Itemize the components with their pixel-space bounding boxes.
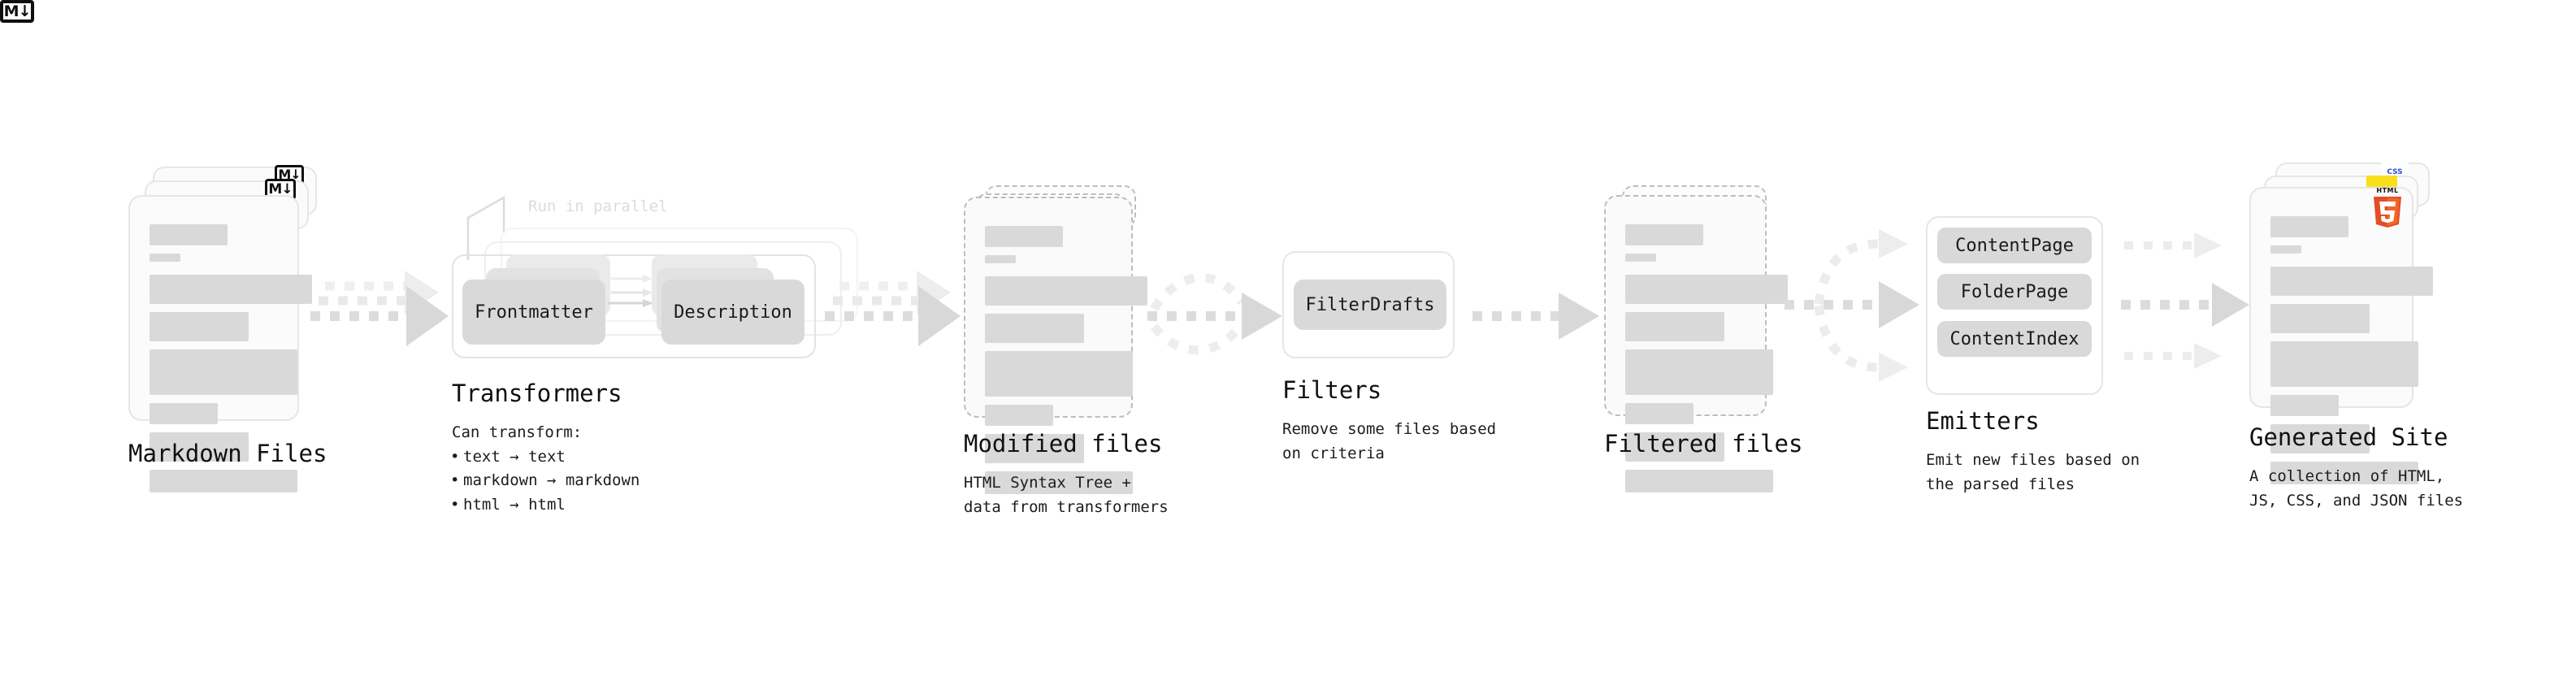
stage-subtitle: A collection of HTML, JS, CSS, and JSON … bbox=[2249, 465, 2463, 513]
skeleton-bar bbox=[1625, 403, 1693, 424]
skeleton-bar bbox=[1625, 312, 1724, 341]
css-badge-label: CSS bbox=[2387, 168, 2403, 176]
subtitle-line: Remove some files based bbox=[1282, 420, 1497, 439]
transformer-chip-frontmatter[interactable]: Frontmatter bbox=[462, 280, 605, 345]
skeleton-bar bbox=[985, 226, 1063, 247]
markdown-badge-letter: M bbox=[3, 2, 20, 20]
skeleton-bar bbox=[2270, 424, 2370, 453]
subtitle-line: HTML Syntax Tree + bbox=[964, 474, 1131, 492]
arrowhead-faint bbox=[405, 271, 439, 314]
subtitle-line: JS, CSS, and JSON files bbox=[2249, 491, 2464, 510]
subtitle-line: data from transformers bbox=[964, 497, 1169, 516]
stage-title: Emitters bbox=[1926, 407, 2040, 435]
subtitle-line: on criteria bbox=[1282, 444, 1385, 462]
skeleton-bar bbox=[150, 432, 249, 462]
skeleton-bar bbox=[2270, 216, 2348, 237]
emitters-chip-folderpage[interactable]: FolderPage bbox=[1937, 274, 2092, 310]
caption-filters: Filters Remove some files based on crite… bbox=[1282, 375, 1496, 466]
markdown-badge-icon: M↓ bbox=[0, 0, 34, 23]
caption-generated-site: Generated Site A collection of HTML, JS,… bbox=[2249, 423, 2463, 513]
generated-card-skeleton bbox=[2251, 189, 2433, 484]
stage-subtitle: HTML Syntax Tree + data from transformer… bbox=[964, 471, 1169, 519]
skeleton-bar bbox=[2270, 395, 2339, 416]
markdown-card-skeleton bbox=[130, 197, 312, 492]
filters-chip-filterdrafts[interactable]: FilterDrafts bbox=[1294, 280, 1446, 330]
html5-shield-svg: HTML bbox=[2374, 187, 2401, 228]
filtered-card-front bbox=[1604, 195, 1788, 492]
stage-title: Generated Site bbox=[2249, 423, 2448, 451]
skeleton-bar bbox=[150, 403, 218, 424]
subtitle-line: Can transform: bbox=[452, 423, 583, 442]
skeleton-bar bbox=[985, 276, 1147, 306]
caption-markdown-files: Markdown Files bbox=[128, 439, 327, 468]
emitters-group bbox=[1926, 216, 2103, 395]
skeleton-bar bbox=[985, 351, 1133, 397]
stage-markdown-files: M↓ M↓ M↓ Markdown Files bbox=[0, 0, 327, 492]
markdown-badge-letter: M bbox=[268, 180, 282, 197]
skeleton-bar bbox=[985, 405, 1053, 426]
skeleton-bar bbox=[985, 314, 1084, 343]
filters-group bbox=[1282, 251, 1455, 358]
skeleton-bar bbox=[150, 470, 297, 492]
stage-title: Filtered files bbox=[1604, 430, 1803, 458]
skeleton-bar bbox=[1625, 254, 1656, 262]
stage-title: Modified files bbox=[964, 430, 1163, 458]
skeleton-bar bbox=[150, 254, 180, 262]
html5-wordmark: HTML bbox=[2376, 187, 2398, 194]
subtitle-line: Emit new files based on bbox=[1926, 451, 2140, 470]
markdown-badge-arrow: ↓ bbox=[18, 2, 32, 20]
caption-modified-files: Modified files HTML Syntax Tree + data f… bbox=[964, 429, 1169, 519]
markdown-badge-arrow: ↓ bbox=[281, 180, 293, 197]
skeleton-bar bbox=[150, 349, 297, 395]
emitters-chip-contentpage[interactable]: ContentPage bbox=[1937, 228, 2092, 263]
markdown-badge-arrow: ↓ bbox=[290, 167, 301, 182]
skeleton-bar bbox=[1625, 275, 1788, 304]
arrow-dashes-faint bbox=[319, 281, 416, 306]
markdown-card-front bbox=[128, 195, 312, 492]
subtitle-line: the parsed files bbox=[1926, 475, 2075, 493]
bullet-item: markdown → markdown bbox=[452, 469, 640, 492]
skeleton-bar bbox=[1625, 432, 1724, 462]
transformer-chip-description[interactable]: Description bbox=[661, 280, 804, 345]
stage-subtitle: Remove some files based on criteria bbox=[1282, 418, 1496, 466]
skeleton-bar bbox=[1625, 470, 1773, 492]
modified-card-skeleton bbox=[965, 198, 1147, 494]
stage-subtitle: Can transform: text → text markdown → ma… bbox=[452, 421, 640, 517]
transformer-group-front bbox=[452, 254, 816, 358]
skeleton-bar bbox=[1625, 224, 1703, 245]
caption-emitters: Emitters Emit new files based on the par… bbox=[1926, 406, 2140, 497]
subtitle-line: A collection of HTML, bbox=[2249, 467, 2445, 486]
bullet-item: text → text bbox=[452, 445, 640, 469]
skeleton-bar bbox=[2270, 462, 2418, 484]
skeleton-bar bbox=[2270, 267, 2433, 296]
skeleton-bar bbox=[985, 255, 1016, 263]
stage-title: Markdown Files bbox=[128, 440, 327, 467]
skeleton-bar bbox=[2270, 341, 2418, 387]
skeleton-bar bbox=[985, 471, 1133, 494]
html5-badge-icon: HTML bbox=[2371, 185, 2404, 229]
skeleton-bar bbox=[150, 312, 249, 341]
arrowhead-main bbox=[406, 286, 449, 346]
caption-filtered-files: Filtered files bbox=[1604, 429, 1802, 458]
skeleton-bar bbox=[150, 224, 228, 245]
skeleton-bar bbox=[985, 434, 1084, 463]
stage-subtitle: Emit new files based on the parsed files bbox=[1926, 449, 2140, 497]
skeleton-bar bbox=[1625, 349, 1773, 395]
skeleton-bar bbox=[150, 275, 312, 304]
markdown-badge-letter: M bbox=[278, 167, 291, 182]
caption-transformers: Transformers Can transform: text → text … bbox=[452, 379, 640, 517]
run-in-parallel-label: Run in parallel bbox=[528, 197, 668, 215]
stage-title: Transformers bbox=[452, 380, 622, 407]
skeleton-bar bbox=[2270, 304, 2370, 333]
filtered-card-skeleton bbox=[1606, 197, 1788, 492]
emitters-chip-contentindex[interactable]: ContentIndex bbox=[1937, 321, 2092, 357]
stage-title: Filters bbox=[1282, 376, 1382, 404]
bullet-item: html → html bbox=[452, 493, 640, 517]
modified-card-front bbox=[964, 197, 1147, 494]
skeleton-bar bbox=[2270, 245, 2301, 254]
